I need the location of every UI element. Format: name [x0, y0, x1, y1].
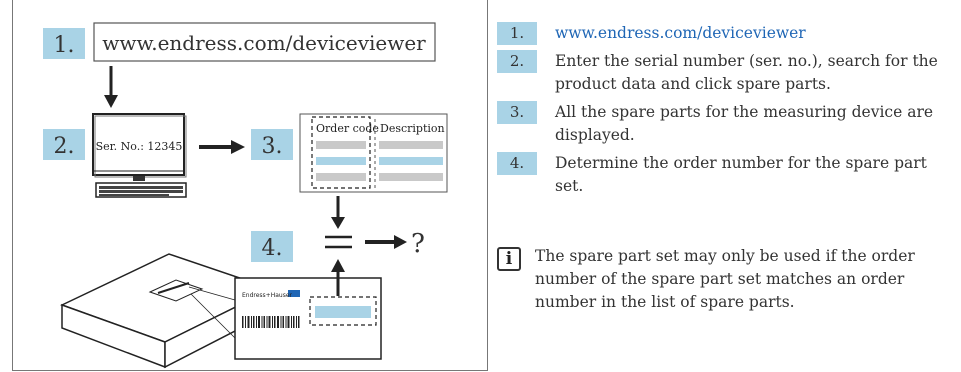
step3-badge — [251, 129, 293, 160]
arrow-down-2-head — [331, 217, 345, 229]
brand-label: Endress+Hauser — [242, 292, 293, 299]
step-item: 3. All the spare parts for the measuring… — [497, 101, 949, 147]
url-box — [93, 22, 436, 62]
column-header-order-code: Order code — [316, 122, 379, 135]
note-text: The spare part set may only be used if t… — [535, 247, 915, 311]
arrow-down-1-head — [104, 95, 118, 108]
step-item: 4. Determine the order number for the sp… — [497, 152, 949, 198]
step-number: 2. — [497, 50, 537, 73]
step-number: 1. — [497, 22, 537, 45]
serial-number-label: Ser. No.: 12345 — [96, 140, 183, 153]
question-mark: ? — [411, 229, 425, 259]
column-header-description: Description — [380, 122, 445, 135]
step3-badge-label: 3. — [262, 134, 283, 159]
step-item: 2. Enter the serial number (ser. no.), s… — [497, 50, 949, 96]
arrow-right-1-head — [231, 140, 245, 154]
barcode — [242, 316, 300, 328]
steps-list: 1. www.endress.com/deviceviewer 2. Enter… — [497, 22, 949, 203]
step-item: 1. www.endress.com/deviceviewer — [497, 22, 949, 45]
step4-badge-label: 4. — [262, 236, 283, 261]
step-number: 4. — [497, 152, 537, 175]
info-icon: i — [497, 247, 521, 271]
instruction-figure: 1. www.endress.com/deviceviewer 2. Ser. … — [12, 0, 488, 371]
step-text: All the spare parts for the measuring de… — [555, 103, 934, 144]
step2-badge-label: 2. — [54, 134, 75, 159]
nameplate-label — [234, 277, 382, 360]
info-note: i The spare part set may only be used if… — [497, 245, 937, 314]
step-number: 3. — [497, 101, 537, 124]
url-box-label: www.endress.com/deviceviewer — [102, 31, 426, 55]
arrow-right-2-head — [394, 235, 407, 249]
keyboard — [95, 182, 187, 198]
figure-graphic: 1. www.endress.com/deviceviewer 2. Ser. … — [43, 22, 448, 369]
step4-badge — [251, 231, 293, 262]
arrow-up-head — [331, 259, 345, 272]
computer-monitor — [92, 113, 187, 181]
deviceviewer-link[interactable]: www.endress.com/deviceviewer — [555, 24, 806, 42]
step2-badge — [43, 129, 85, 160]
step-text: Determine the order number for the spare… — [555, 154, 927, 195]
spare-parts-table — [299, 113, 448, 193]
step1-badge-label: 1. — [54, 33, 75, 58]
step-text: Enter the serial number (ser. no.), sear… — [555, 52, 938, 93]
step1-badge — [43, 28, 85, 59]
